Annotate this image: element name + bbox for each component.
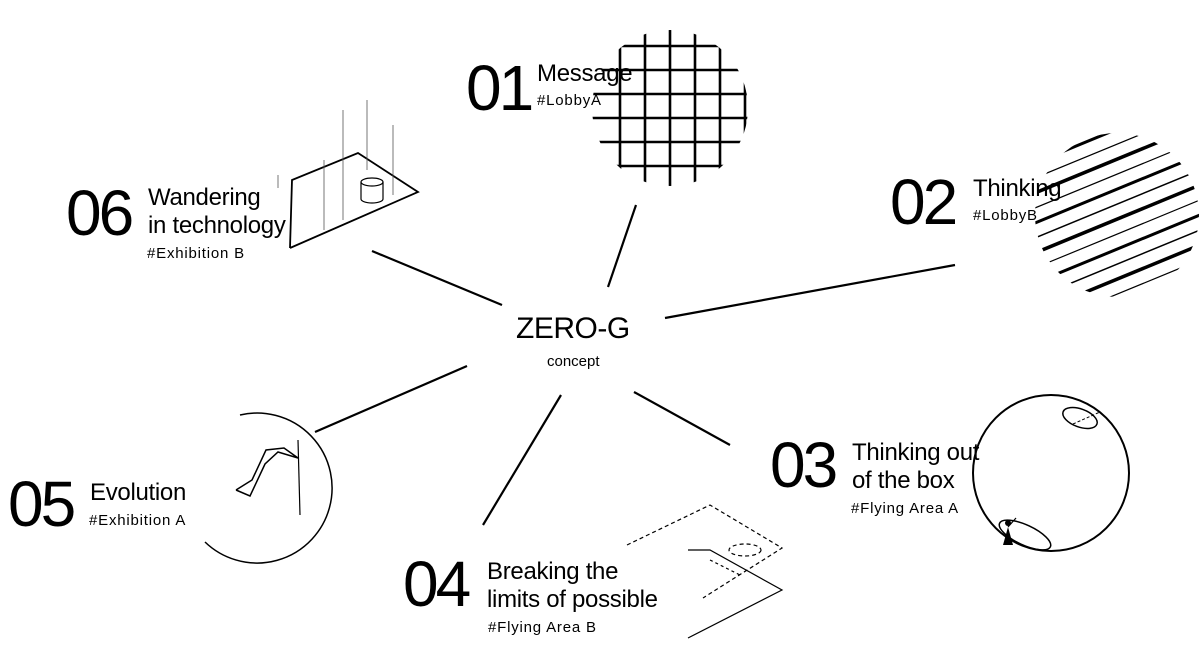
node-title-line2: limits of possible: [487, 586, 658, 613]
node-number: 06: [66, 177, 134, 249]
connector-02: [664, 263, 956, 320]
connector-05: [314, 364, 468, 434]
connector-01: [606, 204, 638, 288]
node-tag: #LobbyA: [537, 92, 602, 109]
node-title-line1: Wandering: [148, 184, 261, 211]
node-tag: #Exhibition B: [147, 245, 245, 262]
node-number: 05: [8, 468, 76, 540]
floor-plan-icon: [626, 504, 784, 639]
node-number: 02: [890, 166, 958, 238]
node-tag: #Flying Area B: [488, 619, 597, 636]
node-tag: #LobbyB: [973, 207, 1038, 224]
sphere-with-figure-icon: [972, 394, 1130, 552]
center-title: ZERO-G: [516, 312, 630, 345]
connector-03: [633, 391, 731, 446]
circle-with-stair-icon: [204, 412, 333, 564]
node-title: Message: [537, 60, 633, 87]
connector-04: [482, 394, 562, 526]
node-title-line2: in technology: [148, 212, 286, 239]
node-title-line1: Thinking out: [852, 439, 980, 466]
node-title: Evolution: [90, 479, 187, 506]
striped-sphere-icon: [1035, 133, 1199, 297]
node-tag: #Exhibition A: [89, 512, 187, 529]
node-number: 03: [770, 429, 838, 501]
node-tag: #Flying Area A: [851, 500, 959, 517]
platform-with-cylinder-icon: [277, 100, 420, 249]
connector-lines: [314, 204, 956, 526]
node-number: 01: [466, 52, 534, 124]
node-title-line2: of the box: [852, 467, 955, 494]
node-title-line1: Breaking the: [487, 558, 619, 585]
node-number: 04: [403, 548, 471, 620]
center-subtitle: concept: [547, 353, 600, 370]
grid-sphere-icon: [592, 30, 748, 186]
connector-06: [371, 249, 503, 307]
node-title: Thinking: [973, 175, 1062, 202]
